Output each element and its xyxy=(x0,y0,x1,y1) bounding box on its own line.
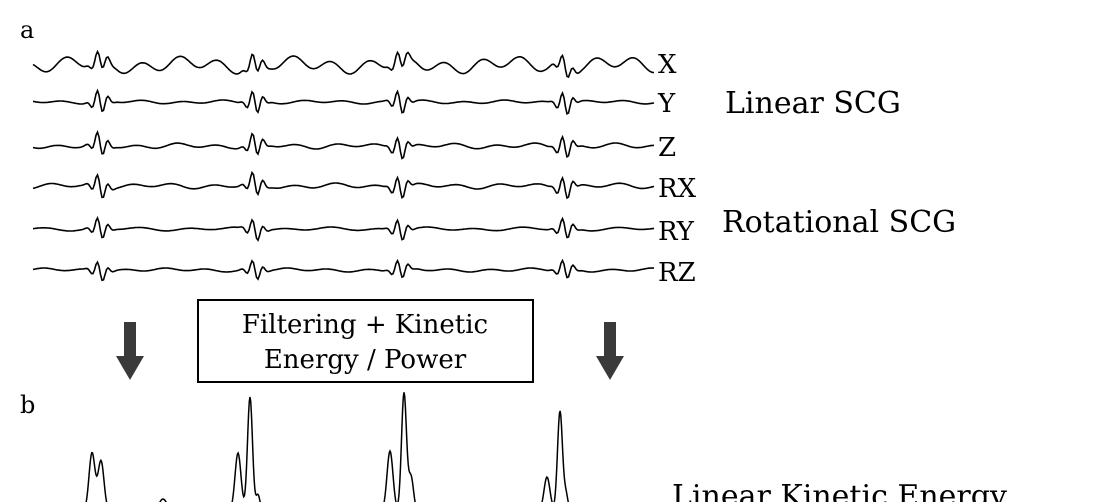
linear-kinetic-energy-label: Linear Kinetic Energy xyxy=(672,479,1007,502)
waveform-x xyxy=(32,49,655,79)
kinetic-energy-line xyxy=(85,392,570,502)
waveform-z xyxy=(32,130,654,160)
scg-waveforms xyxy=(32,49,655,282)
kinetic-energy-trace xyxy=(85,392,570,502)
process-box xyxy=(197,299,534,383)
process-box-line1: Filtering + Kinetic xyxy=(242,310,488,340)
waveform-rz xyxy=(32,258,655,282)
channel-label-x: X xyxy=(658,50,677,80)
channel-label-y: Y xyxy=(657,89,676,119)
channel-label-rz: RZ xyxy=(658,258,696,288)
down-arrow-right xyxy=(596,322,624,380)
linear-scg-label: Linear SCG xyxy=(725,86,901,121)
channel-label-rx: RX xyxy=(658,174,697,204)
waveform-ry xyxy=(32,216,655,242)
down-arrow-left xyxy=(116,322,144,380)
channel-label-z: Z xyxy=(658,133,676,163)
waveform-y xyxy=(32,88,655,116)
panel-b-label: b xyxy=(20,391,35,419)
waveform-rx xyxy=(32,170,655,200)
rotational-scg-label: Rotational SCG xyxy=(722,205,956,240)
channel-label-ry: RY xyxy=(658,217,695,247)
panel-a-label: a xyxy=(20,16,34,44)
process-box-line2: Energy / Power xyxy=(264,345,467,375)
